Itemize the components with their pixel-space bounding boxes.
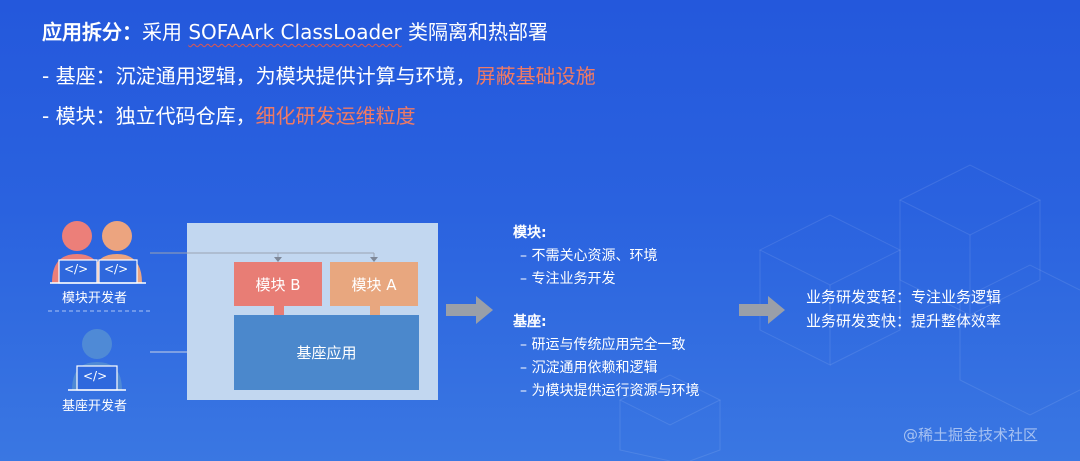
headline-classloader-term: SOFAArk ClassLoader — [188, 20, 402, 44]
headline-line-3-text: - 模块：独立代码仓库， — [42, 104, 256, 128]
code-icon: </> — [64, 262, 89, 276]
benefit-faster: 业务研发变快：提升整体效率 — [806, 312, 1002, 330]
headline-line-1-prefix: 采用 — [142, 20, 189, 44]
headline-line-1-suffix: 类隔离和热部署 — [401, 20, 549, 44]
module-a-block: 模块 A — [330, 262, 418, 306]
arrow-right-icon — [739, 296, 785, 324]
headline-line-3-highlight: 细化研发运维粒度 — [255, 104, 416, 128]
arrow-right-icon — [446, 296, 493, 324]
headline-line-2-highlight: 屏蔽基础设施 — [475, 64, 596, 88]
base-item: – 研运与传统应用完全一致 — [520, 337, 686, 353]
base-developers-label: 基座开发者 — [62, 399, 128, 414]
module-item: – 不需关心资源、环境 — [520, 248, 658, 264]
base-item: – 沉淀通用依赖和逻辑 — [520, 360, 658, 376]
headline-line-1: 应用拆分：采用 SOFAArk ClassLoader 类隔离和热部署 — [42, 18, 548, 46]
watermark: @稀土掘金技术社区 — [903, 426, 1039, 444]
headline-line-2-text: - 基座：沉淀通用逻辑，为模块提供计算与环境， — [42, 64, 476, 88]
module-developers-label: 模块开发者 — [62, 291, 128, 306]
benefit-lighter: 业务研发变轻：专注业务逻辑 — [806, 288, 1002, 306]
module-item: – 专注业务开发 — [520, 271, 616, 287]
headline-title: 应用拆分： — [42, 20, 142, 44]
base-application-block: 基座应用 — [234, 315, 419, 390]
code-icon: </> — [83, 369, 108, 383]
module-b-block: 模块 B — [234, 262, 322, 306]
module-heading: 模块: — [513, 225, 547, 241]
headline-line-3: - 模块：独立代码仓库，细化研发运维粒度 — [42, 102, 416, 130]
laptop-icon — [76, 365, 118, 391]
headline-line-2: - 基座：沉淀通用逻辑，为模块提供计算与环境，屏蔽基础设施 — [42, 62, 596, 90]
base-heading: 基座: — [513, 314, 547, 330]
code-icon: </> — [104, 262, 129, 276]
base-item: – 为模块提供运行资源与环境 — [520, 383, 700, 399]
